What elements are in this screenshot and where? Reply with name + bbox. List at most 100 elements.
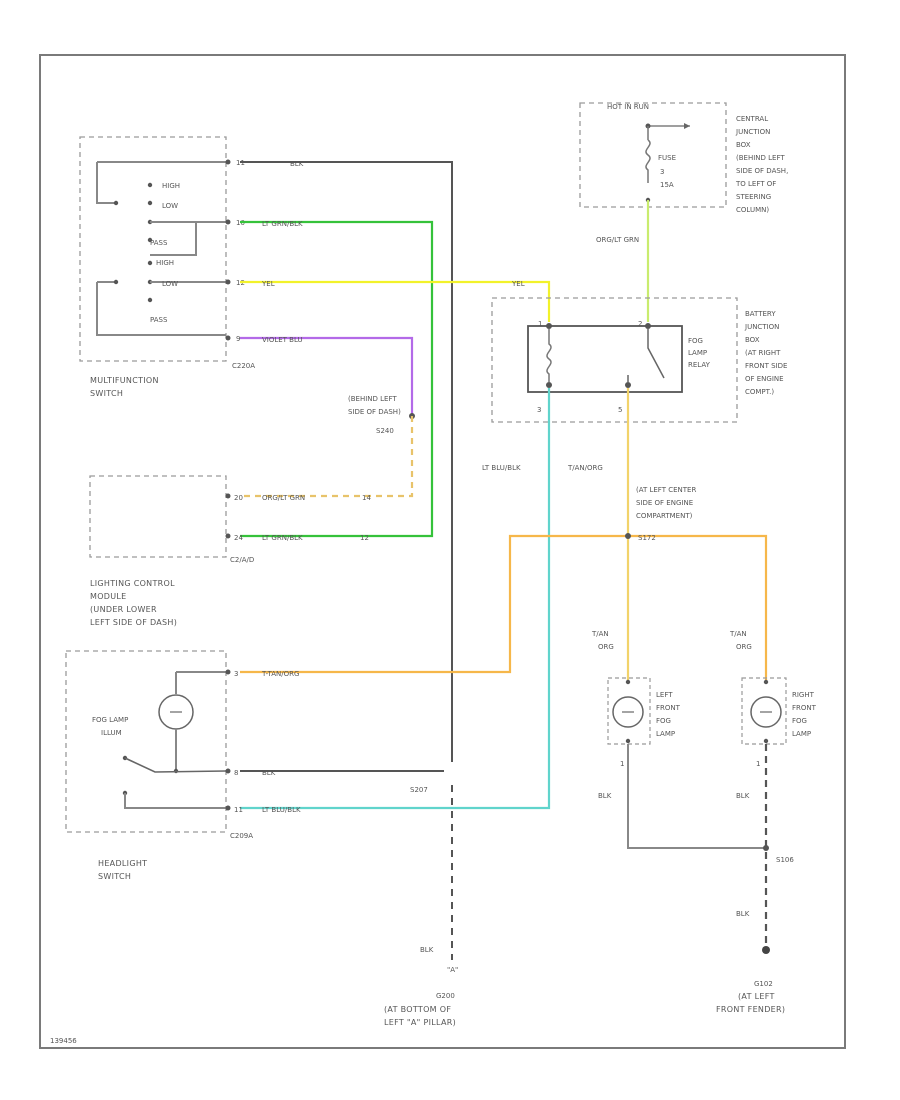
rf-wire-label-2: ORG xyxy=(736,643,752,651)
relay-pin-3: 3 xyxy=(537,406,541,414)
hs-pin-3: 3 xyxy=(234,670,238,678)
fuse-block-title: HOT IN RUN xyxy=(607,103,649,111)
wire-label-org-grn: ORG/LT GRN xyxy=(596,236,639,244)
lighting-control-module: 20 24 C2/A/D LIGHTING CONTROL MODULE (UN… xyxy=(89,475,254,627)
wire-blk-left-lamp xyxy=(627,744,766,849)
wire-label-blk-mid: BLK xyxy=(262,769,276,777)
wire-blk-trunk xyxy=(240,161,453,762)
hs-label-2: SWITCH xyxy=(98,872,131,881)
lf-pin: 1 xyxy=(620,760,624,768)
fuse-loc-2: JUNCTION xyxy=(735,128,770,136)
rf-label-2: FRONT xyxy=(792,704,817,712)
wire-label-blk-g102: BLK xyxy=(736,910,750,918)
bjb-label-5: FRONT SIDE xyxy=(745,362,787,370)
wire-tan-org-cross xyxy=(240,534,768,680)
hs-pin-8: 8 xyxy=(234,769,238,777)
s240-loc-1: (BEHIND LEFT xyxy=(348,395,397,403)
lcm-pin-14: 14 xyxy=(362,494,371,502)
lf-label-4: LAMP xyxy=(656,730,675,738)
fuse-number: 3 xyxy=(660,168,664,176)
s172-loc-2: SIDE OF ENGINE xyxy=(636,499,693,507)
lf-label-3: FOG xyxy=(656,717,671,725)
fuse-loc-6: TO LEFT OF xyxy=(735,180,776,188)
mf-pos-pass-1: PASS xyxy=(150,239,168,247)
s240-loc-2: SIDE OF DASH) xyxy=(348,408,401,416)
g200-loc-1: (AT BOTTOM OF xyxy=(384,1005,451,1014)
multifunction-switch: HIGH LOW PASS HIGH LOW PASS 11 10 12 9 C… xyxy=(79,136,255,398)
wire-violet-blu xyxy=(240,336,414,416)
wire-org-dashed xyxy=(240,416,414,498)
relay-pin-1: 1 xyxy=(538,320,542,328)
bjb-label-7: COMPT.) xyxy=(745,388,774,396)
wire-lt-grn-blk xyxy=(240,220,434,538)
wire-lt-blu-blk xyxy=(240,388,551,810)
wire-label-lt-blu-blk-2: LT BLU/BLK xyxy=(262,806,301,814)
rf-pin: 1 xyxy=(756,760,760,768)
wire-label-blk-g200: BLK xyxy=(420,946,434,954)
diagram-frame xyxy=(39,54,846,1049)
wire-label-lt-grn-blk-2: LT GRN/BLK xyxy=(262,534,303,542)
splice-s172 xyxy=(625,533,631,539)
diagram-code: 139456 xyxy=(50,1037,77,1045)
rf-label-4: LAMP xyxy=(792,730,811,738)
g200-loc-2: LEFT "A" PILLAR) xyxy=(384,1018,456,1027)
mf-pin-9: 9 xyxy=(236,335,240,343)
fuse-label: FUSE xyxy=(658,154,676,162)
g102-loc-1: (AT LEFT xyxy=(738,992,775,1001)
g102-label: G102 xyxy=(754,980,773,988)
s172-loc-1: (AT LEFT CENTER xyxy=(636,486,696,494)
fuse-amps: 15A xyxy=(660,181,674,189)
wire-yel xyxy=(240,280,551,322)
fuse-loc-5: SIDE OF DASH, xyxy=(736,167,788,175)
relay-pin-5: 5 xyxy=(618,406,622,414)
mf-pos-pass-2: PASS xyxy=(150,316,168,324)
ground-g102 xyxy=(762,946,770,954)
g102-loc-2: FRONT FENDER) xyxy=(716,1005,785,1014)
relay-name-3: RELAY xyxy=(688,361,711,369)
hs-label-1: HEADLIGHT xyxy=(98,859,147,868)
lcm-label-4: LEFT SIDE OF DASH) xyxy=(90,618,177,627)
bjb-label-4: (AT RIGHT xyxy=(745,349,781,357)
wire-label-lt-grn-blk-1: LT GRN/BLK xyxy=(262,220,303,228)
s172-label: S172 xyxy=(638,534,656,542)
s240-label: S240 xyxy=(376,427,394,435)
mf-label-1: MULTIFUNCTION xyxy=(90,376,159,385)
fuse-loc-7: STEERING xyxy=(736,193,771,201)
mf-pos-low-1: LOW xyxy=(162,202,178,210)
wire-label-tan-org-relay: T/AN/ORG xyxy=(567,464,603,472)
lcm-label-1: LIGHTING CONTROL xyxy=(90,579,175,588)
fuse-loc-8: COLUMN) xyxy=(736,206,769,214)
mf-pos-high-1: HIGH xyxy=(162,182,180,190)
wire-label-lt-blu-blk-1: LT BLU/BLK xyxy=(482,464,521,472)
lcm-connector: C2/A/D xyxy=(230,556,254,564)
relay-name-2: LAMP xyxy=(688,349,707,357)
lf-label-1: LEFT xyxy=(656,691,673,699)
lcm-label-2: MODULE xyxy=(90,592,127,601)
wire-label-violet-blu: VIOLET BLU xyxy=(262,336,303,344)
relay-name-1: FOG xyxy=(688,337,703,345)
lcm-pin-20: 20 xyxy=(234,494,243,502)
wire-label-t-tan-org: T-TAN/ORG xyxy=(261,670,299,678)
right-front-fog-lamp: T/AN ORG RIGHT FRONT FOG LAMP 1 xyxy=(729,630,817,768)
fog-lamp-relay-box: 1 2 3 5 FOG LAMP RELAY BATTERY JUNCTION … xyxy=(491,297,787,423)
fuse-block: HOT IN RUN FUSE 3 15A CENTRAL JUNCTION B… xyxy=(579,102,788,214)
wire-label-blk-top: BLK xyxy=(290,160,304,168)
headlight-switch: FOG LAMP ILLUM 3 8 11 C209A HEADLIGHT SW… xyxy=(65,650,253,881)
fuse-loc-4: (BEHIND LEFT xyxy=(736,154,785,162)
g200-label: G200 xyxy=(436,992,455,1000)
bjb-label-3: BOX xyxy=(745,336,760,344)
s106-label: S106 xyxy=(776,856,794,864)
lf-wire-label-1: T/AN xyxy=(591,630,609,638)
g200-ref: "A" xyxy=(447,966,458,974)
fuse-loc-1: CENTRAL xyxy=(736,115,768,123)
bjb-label-1: BATTERY xyxy=(745,310,776,318)
relay-pin-2: 2 xyxy=(638,320,642,328)
rf-wire-label-1: T/AN xyxy=(729,630,747,638)
s207-label: S207 xyxy=(410,786,428,794)
hs-connector: C209A xyxy=(230,832,253,840)
s172-loc-3: COMPARTMENT) xyxy=(636,512,693,520)
hs-lamp-label-2: ILLUM xyxy=(101,729,122,737)
wire-label-blk-rf: BLK xyxy=(736,792,750,800)
lcm-label-3: (UNDER LOWER xyxy=(90,605,157,614)
